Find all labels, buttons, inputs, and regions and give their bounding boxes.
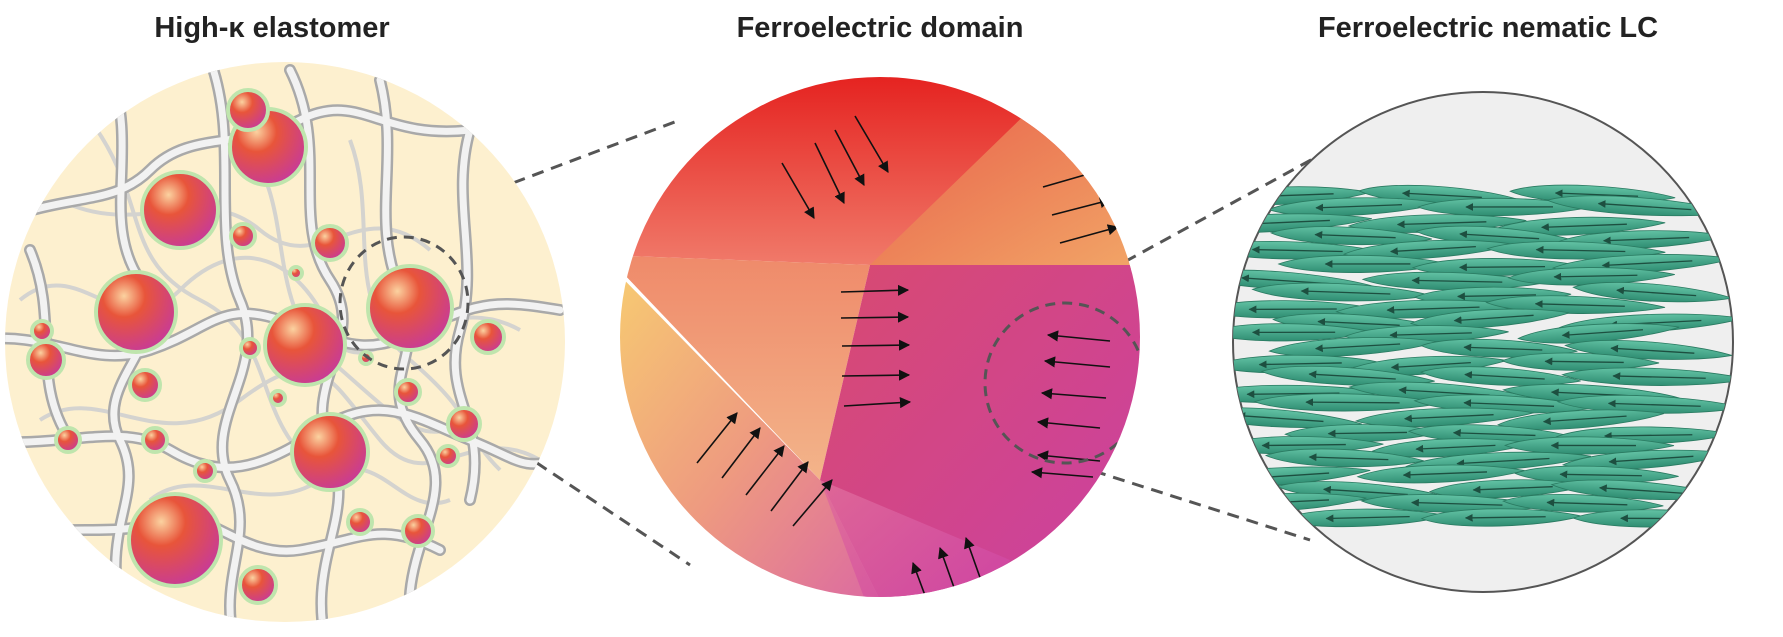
connector-a-bottom (419, 383, 691, 567)
particle (470, 319, 506, 355)
particle (128, 368, 162, 402)
nematic-molecule (1561, 367, 1733, 386)
particle (366, 264, 454, 352)
particle (94, 270, 178, 354)
zoom-highlight-a (338, 235, 470, 371)
nematic-molecule (1279, 508, 1448, 528)
nematic-molecule (1420, 338, 1578, 358)
particle (54, 426, 82, 454)
particle (436, 444, 460, 468)
nematic-molecules (1233, 184, 1733, 528)
nematic-molecule (1420, 508, 1582, 527)
nematic-molecule (1260, 365, 1435, 386)
particle (290, 412, 370, 492)
particle (263, 303, 347, 387)
particle (401, 514, 435, 548)
nematic-molecule (1269, 226, 1432, 246)
particle (229, 222, 257, 250)
nematic-molecule (1497, 409, 1664, 430)
particle (30, 319, 54, 343)
nematic-molecule (1517, 323, 1680, 344)
panel-title-nematic: Ferroelectric nematic LC (1317, 12, 1659, 44)
particle (226, 88, 270, 132)
particle (193, 459, 217, 483)
panel-title-domain: Ferroelectric domain (736, 12, 1024, 44)
particle (394, 378, 422, 406)
particle (311, 224, 349, 262)
particle (446, 406, 482, 442)
polarization-arrows (696, 115, 1120, 597)
panel-title-elastomer: High-κ elastomer (154, 12, 390, 44)
particle (141, 426, 169, 454)
particle (140, 170, 220, 250)
domain-middle (620, 255, 870, 480)
nematic-molecule (1486, 241, 1666, 260)
connector-b-bottom (1074, 463, 1311, 542)
particle (26, 340, 66, 380)
nematic-molecule (1419, 366, 1581, 386)
dielectric-particles (26, 88, 506, 605)
nematic-molecule (1503, 436, 1675, 455)
nematic-panel (1232, 91, 1734, 593)
zoom-highlight-b (983, 301, 1140, 465)
particle (346, 508, 374, 536)
particle (269, 389, 287, 407)
nematic-molecule (1507, 267, 1675, 286)
nematic-molecule (1546, 195, 1733, 217)
elastomer-panel (5, 62, 565, 622)
domain-bottom (820, 480, 1010, 597)
particle (238, 565, 278, 605)
nematic-molecule (1502, 493, 1664, 513)
particle (127, 492, 223, 588)
domain-panel (620, 77, 1140, 597)
particle (288, 265, 304, 281)
nematic-molecule (1501, 352, 1660, 371)
particle (239, 337, 261, 359)
